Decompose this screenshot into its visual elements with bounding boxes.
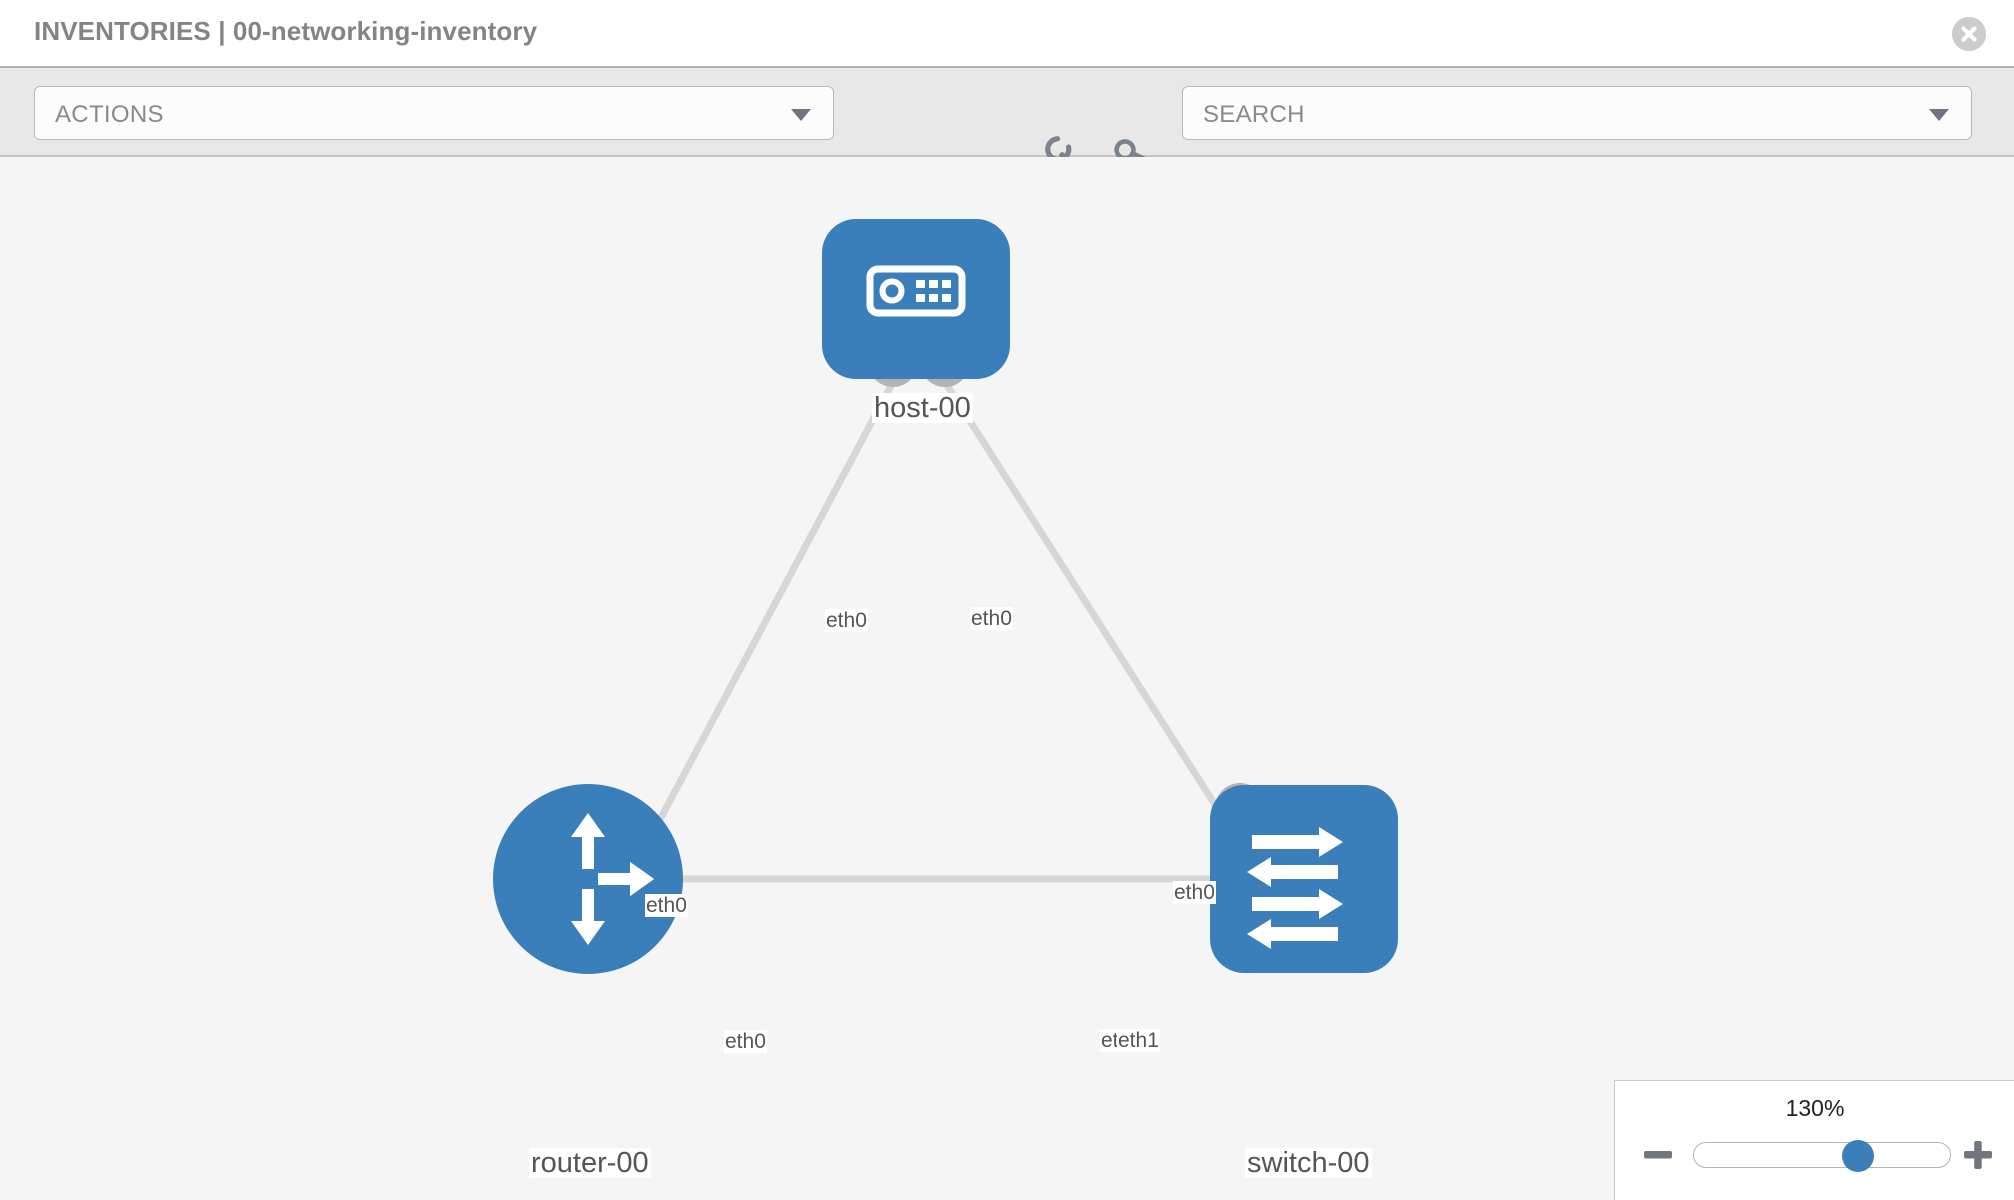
plus-icon[interactable] (1961, 1135, 1995, 1175)
zoom-slider-thumb[interactable] (1842, 1140, 1874, 1172)
node-label-host-00: host-00 (872, 392, 973, 424)
chevron-down-icon (1929, 109, 1949, 121)
iface-label-host-right: eth0 (970, 607, 1013, 631)
node-router-00 (493, 784, 683, 974)
actions-dropdown[interactable]: ACTIONS (34, 86, 834, 140)
link-host-router (636, 380, 897, 859)
node-host-00 (822, 219, 1010, 379)
node-switch-00 (1210, 785, 1398, 973)
iface-label-router-uplink: eth0 (645, 894, 688, 918)
close-icon[interactable] (1952, 17, 1986, 51)
chevron-down-icon (791, 109, 811, 121)
toolbar: ACTIONS SEARC (0, 68, 2014, 171)
zoom-slider-row (1615, 1135, 2014, 1181)
minus-icon[interactable] (1641, 1135, 1675, 1175)
search-input[interactable]: SEARCH (1182, 86, 1972, 140)
page-title: INVENTORIES | 00-networking-inventory (34, 16, 538, 46)
topology-canvas[interactable]: host-00 router-00 switch-00 eth0 eth0 et… (0, 157, 2014, 1200)
topology-graph (493, 219, 1398, 974)
iface-label-switch-lan: eth1 (1117, 1029, 1160, 1053)
zoom-slider[interactable] (1693, 1140, 1951, 1172)
node-label-switch-00: switch-00 (1245, 1147, 1372, 1179)
server-icon (866, 265, 966, 317)
search-placeholder: SEARCH (1203, 101, 1305, 128)
switch-arrows-icon (1247, 827, 1343, 949)
iface-label-switch-uplink: eth0 (1173, 881, 1216, 905)
link-host-switch (942, 380, 1245, 849)
topology-links (636, 380, 1255, 883)
node-label-router-00: router-00 (529, 1147, 651, 1179)
iface-label-host-left: eth0 (825, 609, 868, 633)
zoom-control-panel: 130% (1614, 1080, 2014, 1200)
router-arrows-icon (571, 813, 654, 945)
iface-label-router-lan: eth0 (724, 1030, 767, 1054)
zoom-percent-label: 130% (1785, 1095, 1845, 1121)
page-header: INVENTORIES | 00-networking-inventory (0, 0, 2014, 68)
actions-dropdown-label: ACTIONS (55, 101, 164, 128)
